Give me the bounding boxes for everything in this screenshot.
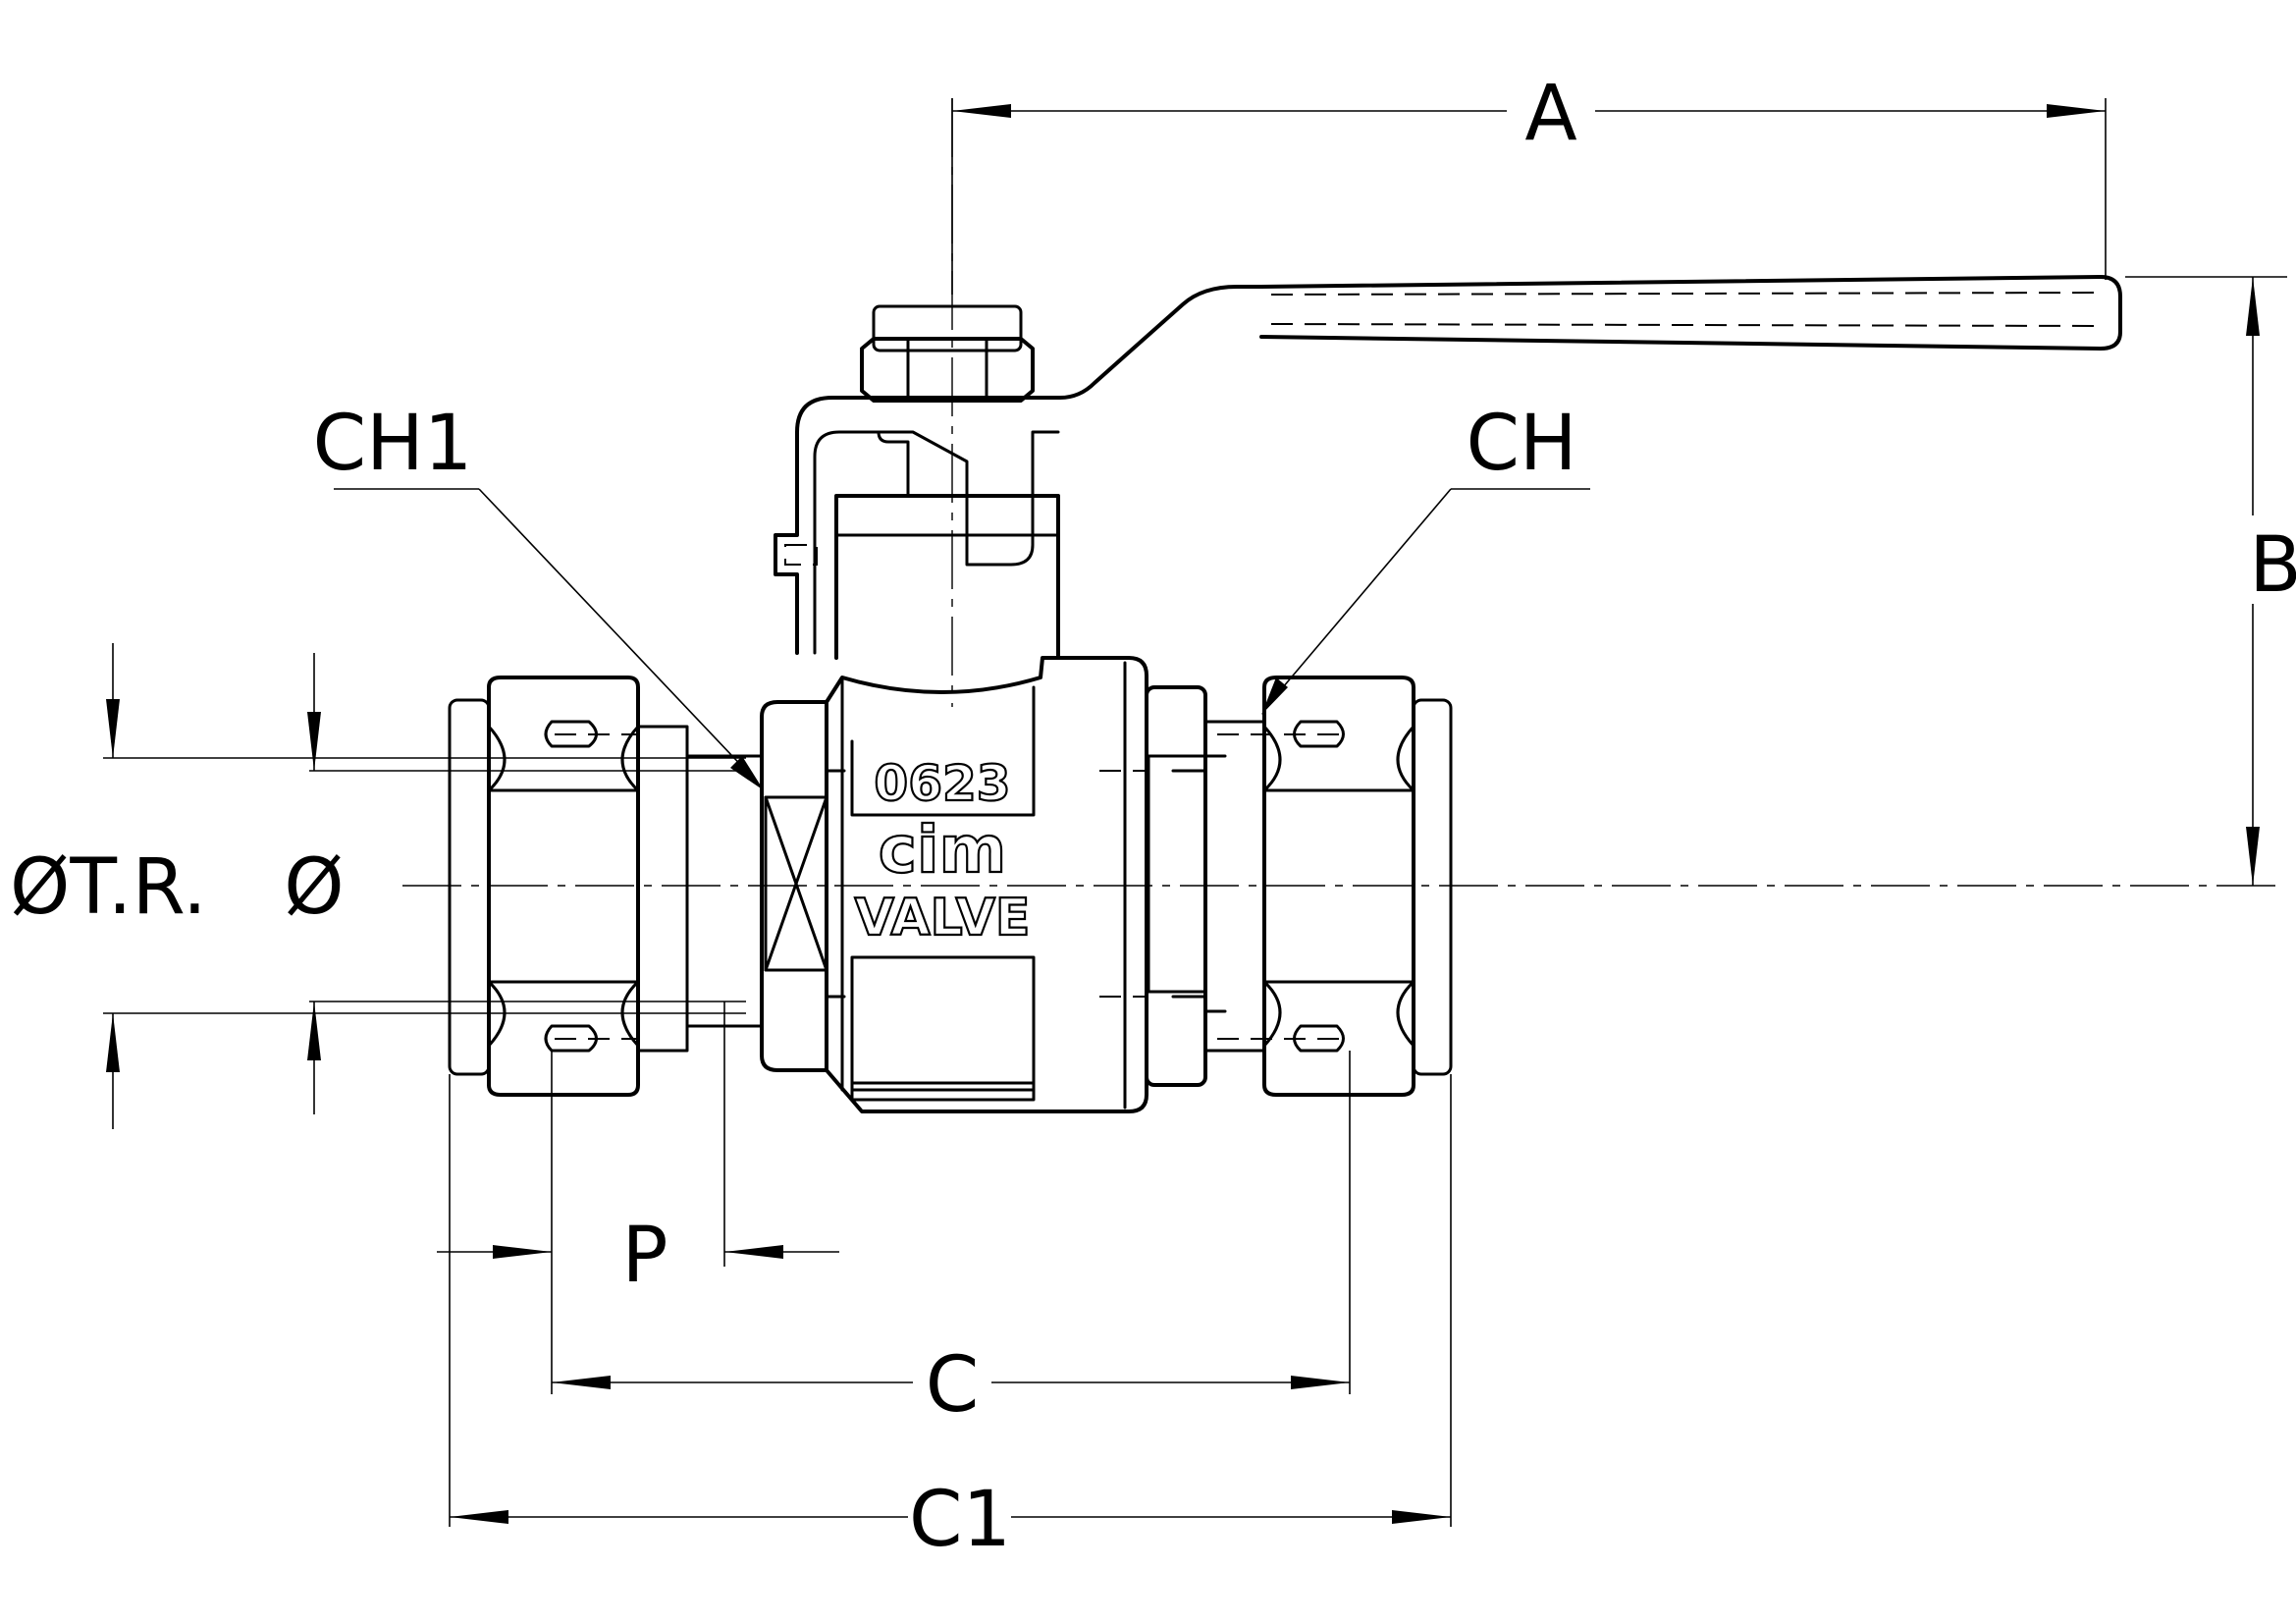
label-diameter-tr: ØT.R. <box>10 843 207 932</box>
dimension-labels: A B C C1 P CH CH1 ØT.R. Ø <box>10 70 2296 1564</box>
label-b: B <box>2249 521 2296 610</box>
arrow-a-left <box>952 104 1011 118</box>
label-p: P <box>621 1212 667 1300</box>
handle-lever <box>774 285 1263 655</box>
arrow-c-right <box>1291 1376 1350 1389</box>
arrow-b-top <box>2246 277 2260 336</box>
arrow-ch1-leader <box>730 756 764 790</box>
arrow-d-bottom <box>307 1001 321 1060</box>
label-ch: CH <box>1466 400 1576 488</box>
arrow-p-left <box>493 1245 552 1259</box>
body-code-text: 0623 <box>874 755 1010 812</box>
body-marking: 0623 cim VALVE <box>854 754 1032 948</box>
gland-nut <box>860 337 1035 403</box>
body-brand-text: cim <box>879 812 1007 888</box>
stem-and-handle <box>774 275 2122 660</box>
center-lines <box>402 98 2282 887</box>
arrow-otr-bottom <box>106 1013 120 1072</box>
arrow-b-bottom <box>2246 827 2260 886</box>
arrow-p-right <box>724 1245 783 1259</box>
arrow-d-top <box>307 712 321 771</box>
valve-body <box>825 656 1148 1113</box>
handle-grip <box>1259 275 2122 351</box>
stem-cap <box>872 304 1023 352</box>
arrow-c1-left <box>450 1510 508 1524</box>
label-ch1: CH1 <box>313 400 473 488</box>
arrow-ch-leader <box>1261 677 1288 715</box>
arrow-c1-right <box>1392 1510 1451 1524</box>
left-compression-nut <box>448 676 689 1097</box>
arrow-otr-top <box>106 699 120 758</box>
bonnet <box>834 494 1060 660</box>
arrow-c-left <box>552 1376 611 1389</box>
dimension-lines <box>103 98 2287 1527</box>
label-a: A <box>1524 70 1576 158</box>
body-word-text: VALVE <box>855 889 1031 947</box>
label-diameter: Ø <box>284 843 344 932</box>
right-compression-nut <box>1217 676 1453 1097</box>
label-c: C <box>926 1341 979 1430</box>
label-c1: C1 <box>909 1476 1011 1564</box>
arrow-a-right <box>2047 104 2106 118</box>
